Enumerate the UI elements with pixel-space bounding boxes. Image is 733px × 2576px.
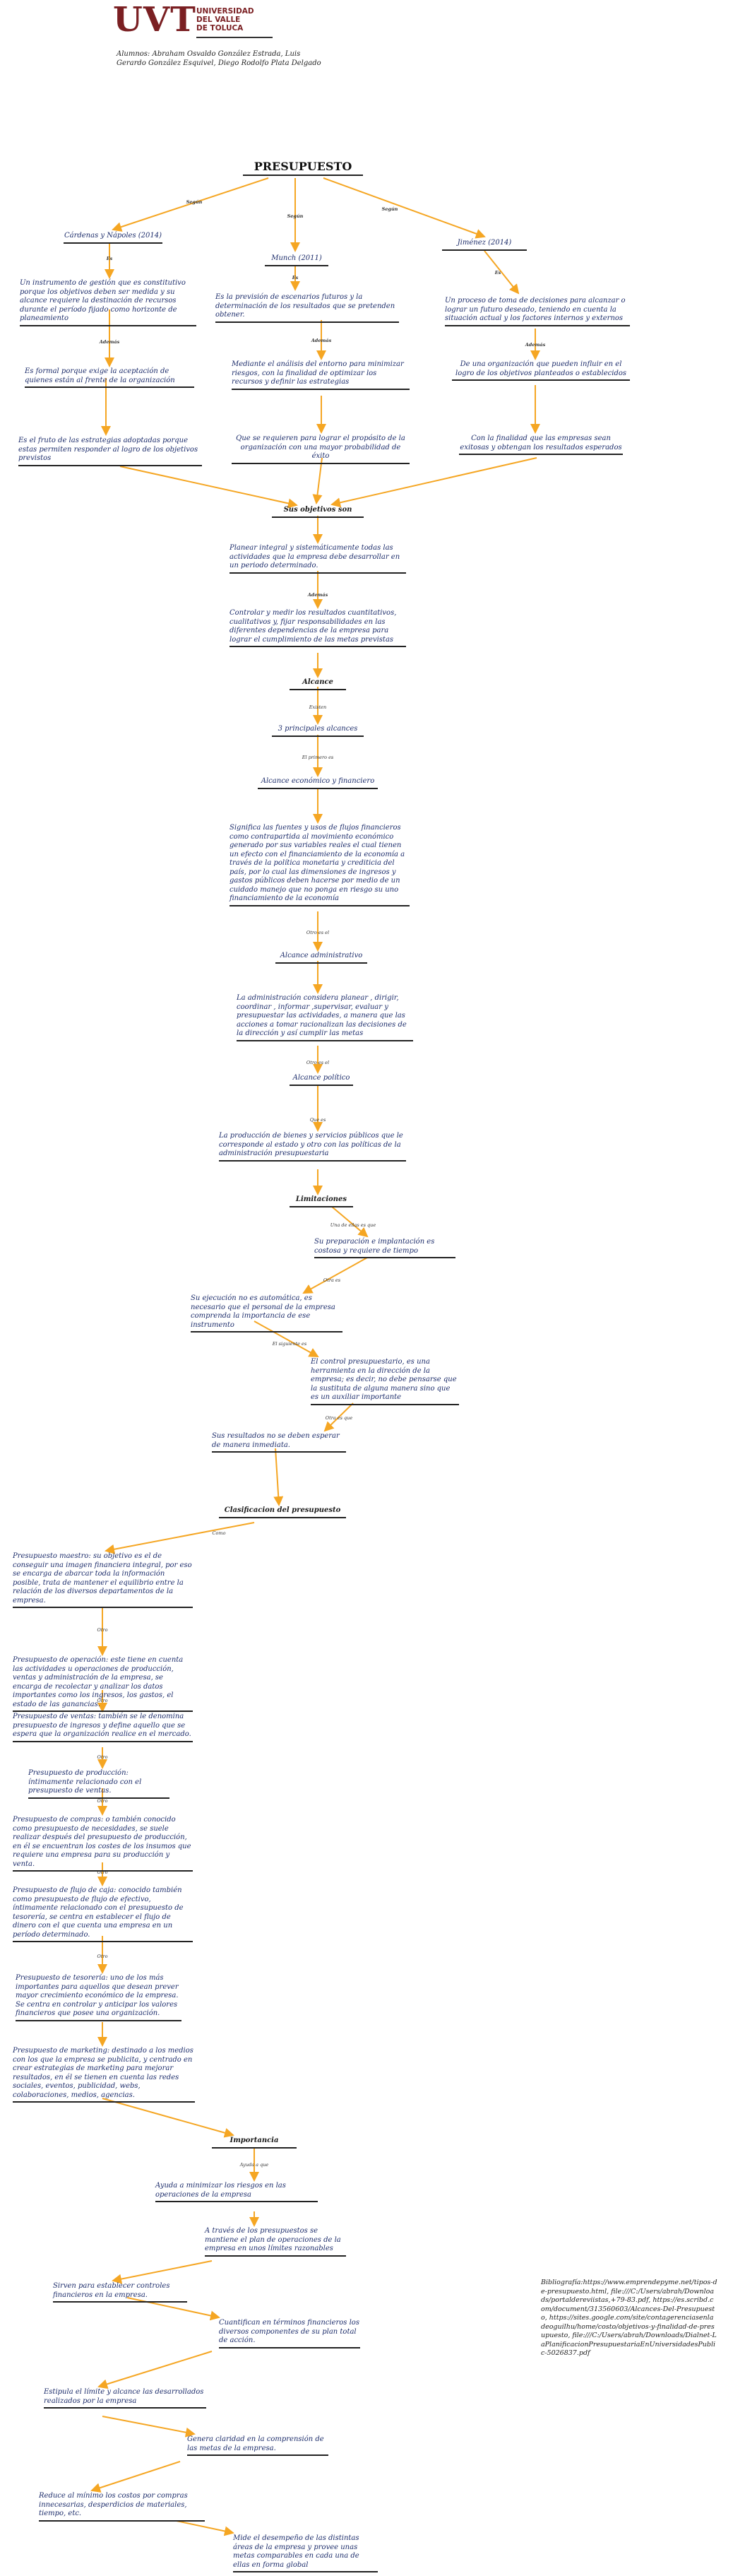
label-como: Como — [212, 1530, 226, 1536]
node-def-cardenas: Un instrumento de gestión que es constit… — [20, 279, 196, 326]
node-def-munch: Es la previsión de escenarios futuros y … — [215, 293, 399, 323]
label-primero: El primero es — [302, 755, 334, 760]
node-sirven: Sirven para establecer controles financi… — [53, 2282, 187, 2303]
bibliography: Bibliografía:https://www.emprendepyme.ne… — [541, 2279, 717, 2357]
label-ademas-4: Además — [307, 592, 328, 598]
label-segun-2: Según — [287, 213, 304, 219]
label-ademas-3: Además — [525, 342, 546, 348]
node-alcance-administrativo: Alcance administrativo — [275, 952, 367, 964]
label-siguiente: El siguiente es — [272, 1341, 307, 1347]
label-que-es: Que es — [309, 1117, 326, 1123]
label-otro-es-1: Otro es el — [306, 930, 330, 935]
node-estipula: Estipula el límite y alcance las desarro… — [44, 2388, 206, 2409]
label-ademas-1: Además — [99, 339, 120, 345]
node-minimizar: Ayuda a minimizar los riesgos en las ope… — [155, 2182, 318, 2202]
node-presupuesto-tesoreria: Presupuesto de tesorería: uno de los más… — [16, 1974, 181, 2021]
node-reduce: Reduce al mínimo los costos por compras … — [39, 2492, 205, 2522]
node-ejecucion: Su ejecución no es automática, es necesa… — [191, 1294, 342, 1333]
logo-university-name: UNIVERSIDAD DEL VALLE DE TOLUCA — [196, 7, 254, 33]
node-alcance: Alcance — [290, 678, 346, 690]
label-ademas-2: Además — [311, 338, 332, 343]
node-genera: Genera claridad en la comprensión de las… — [187, 2435, 328, 2456]
diagram-title: PRESUPUESTO — [243, 160, 363, 176]
node-jimenez: Jiménez (2014) — [442, 239, 527, 251]
node-presupuesto-operacion: Presupuesto de operación: este tiene en … — [13, 1656, 193, 1712]
label-es-3: Es — [494, 270, 501, 276]
node-formal: Es formal porque exige la aceptación de … — [25, 367, 194, 388]
label-segun-1: Según — [186, 199, 203, 205]
node-cuantifican: Cuantifican en términos financieros los … — [219, 2319, 360, 2348]
label-es-2: Es — [292, 275, 299, 280]
node-planear: Planear integral y sistemáticamente toda… — [230, 544, 406, 574]
node-munch: Munch (2011) — [265, 254, 328, 266]
node-control: El control presupuestario, es una herram… — [311, 1358, 459, 1405]
label-segun-3: Según — [381, 206, 398, 212]
node-politico-desc: La producción de bienes y servicios públ… — [219, 1132, 406, 1162]
node-presupuesto-marketing: Presupuesto de marketing: destinado a lo… — [13, 2047, 195, 2103]
label-es-1: Es — [106, 256, 113, 261]
label-otro-2: Otro — [97, 1698, 108, 1703]
node-presupuesto-ventas: Presupuesto de ventas: también se le den… — [13, 1713, 193, 1742]
node-clasificacion: Clasificacion del presupuesto — [219, 1506, 346, 1518]
node-fruto: Es el fruto de las estrategias adoptadas… — [18, 437, 202, 466]
node-presupuesto-flujo: Presupuesto de flujo de caja: conocido t… — [13, 1886, 193, 1942]
node-presupuesto-maestro: Presupuesto maestro: su objetivo es el d… — [13, 1552, 193, 1608]
node-analisis: Mediante el análisis del entorno para mi… — [232, 360, 410, 390]
node-limitaciones: Limitaciones — [290, 1195, 353, 1207]
label-existen: Existen — [309, 704, 327, 710]
node-presupuesto-compras: Presupuesto de compras: o también conoci… — [13, 1816, 193, 1872]
node-importancia: Importancia — [212, 2137, 297, 2149]
label-otro-5: Otro — [97, 1869, 108, 1875]
node-resultados: Sus resultados no se deben esperar de ma… — [212, 1432, 346, 1453]
node-a-traves: A través de los presupuestos se mantiene… — [205, 2227, 346, 2257]
university-logo: UVT UNIVERSIDAD DEL VALLE DE TOLUCA — [113, 0, 275, 40]
label-otra-es-1: Otra es — [323, 1277, 341, 1283]
label-una-de-ellas: Una de ellas es que — [330, 1222, 376, 1228]
node-economico-desc: Significa las fuentes y usos de flujos f… — [230, 824, 410, 906]
node-tres-alcances: 3 principales alcances — [272, 725, 364, 737]
logo-uvt-text: UVT — [113, 0, 196, 40]
label-otra-es-2: Otra es que — [325, 1415, 353, 1421]
node-presupuesto-produccion: Presupuesto de producción: íntimamente r… — [28, 1769, 169, 1799]
node-influir: De una organización que pueden influir e… — [452, 360, 630, 381]
node-preparacion: Su preparación e implantación es costosa… — [314, 1238, 455, 1258]
label-ayuda-que: Ayuda a que — [239, 2162, 269, 2168]
node-requieren: Que se requieren para lograr el propósit… — [232, 435, 410, 464]
logo-underline — [196, 37, 273, 38]
node-mide: Mide el desempeño de las distintas áreas… — [233, 2534, 378, 2572]
authors-text: Alumnos: Abraham Osvaldo González Estrad… — [117, 50, 321, 67]
node-objetivos: Sus objetivos son — [272, 506, 364, 518]
node-admin-desc: La administración considera planear , di… — [237, 994, 413, 1041]
label-otro-4: Otro — [97, 1798, 108, 1804]
node-finalidad: Con la finalidad que las empresas sean e… — [459, 435, 623, 455]
node-controlar: Controlar y medir los resultados cuantit… — [230, 609, 406, 647]
label-otro-6: Otro — [97, 1954, 108, 1959]
node-def-jimenez: Un proceso de toma de decisiones para al… — [445, 297, 630, 326]
label-otro-1: Otro — [97, 1627, 108, 1633]
node-alcance-politico: Alcance político — [290, 1074, 353, 1086]
node-alcance-economico: Alcance económico y financiero — [258, 777, 378, 789]
label-otro-es-2: Otro es el — [306, 1060, 330, 1065]
label-otro-3: Otro — [97, 1754, 108, 1760]
node-cardenas: Cárdenas y Nápoles (2014) — [64, 232, 162, 244]
